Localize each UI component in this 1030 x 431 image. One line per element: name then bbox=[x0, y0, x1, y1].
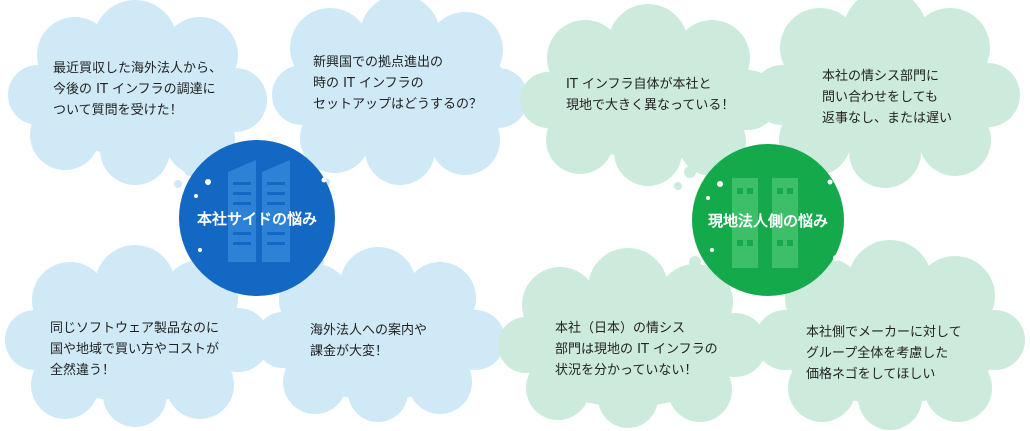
right-center-circle bbox=[692, 144, 844, 296]
left-sparkle-dots bbox=[194, 177, 333, 259]
right-bubble-infra-diff: IT インフラ自体が本社と 現地で大きく異なっている！ bbox=[566, 77, 735, 113]
left-bubble-billing: 海外法人への案内や 課金が大変！ bbox=[310, 323, 428, 359]
left-center-title: 本社サイドの悩み bbox=[196, 210, 317, 228]
left-center-circle bbox=[179, 140, 335, 296]
right-cloud-bottom-left bbox=[498, 248, 767, 428]
left-cloud-bottom-right bbox=[255, 247, 505, 422]
right-bubble-negotiation: 本社側でメーカーに対して グループ全体を考慮した 価格ネゴをしてほしい bbox=[806, 325, 962, 382]
left-cloud-bottom-left bbox=[5, 245, 270, 427]
right-cloud-bottom-right bbox=[755, 240, 1025, 430]
right-bubble-no-understanding: 本社（日本）の情シス 部門は現地の IT インフラの 状況を分かっていない！ bbox=[555, 321, 718, 378]
left-bubble-acquisition: 最近買収した海外法人から、 今後の IT インフラの調達に ついて質問を受けた！ bbox=[53, 61, 223, 118]
right-center-title: 現地法人側の悩み bbox=[707, 212, 828, 230]
office-buildings-icon bbox=[228, 160, 290, 262]
office-building-icon bbox=[732, 178, 798, 268]
left-bubble-regional-cost: 同じソフトウェア製品なのに 国や地域で買い方やコストが 全然違う！ bbox=[50, 321, 220, 378]
right-cloud-top-left bbox=[520, 4, 778, 186]
right-sparkle-dots bbox=[706, 179, 839, 261]
right-bubble-no-response: 本社の情シス部門に 問い合わせをしても 返事なし、または遅い bbox=[822, 69, 953, 126]
right-cloud-top-right bbox=[752, 0, 1020, 188]
left-bubble-emerging-markets: 新興国での拠点進出の 時の IT インフラの セットアップはどうするの？ bbox=[313, 55, 483, 112]
left-cloud-top-left bbox=[8, 0, 267, 185]
left-cloud-top-right bbox=[272, 0, 528, 185]
